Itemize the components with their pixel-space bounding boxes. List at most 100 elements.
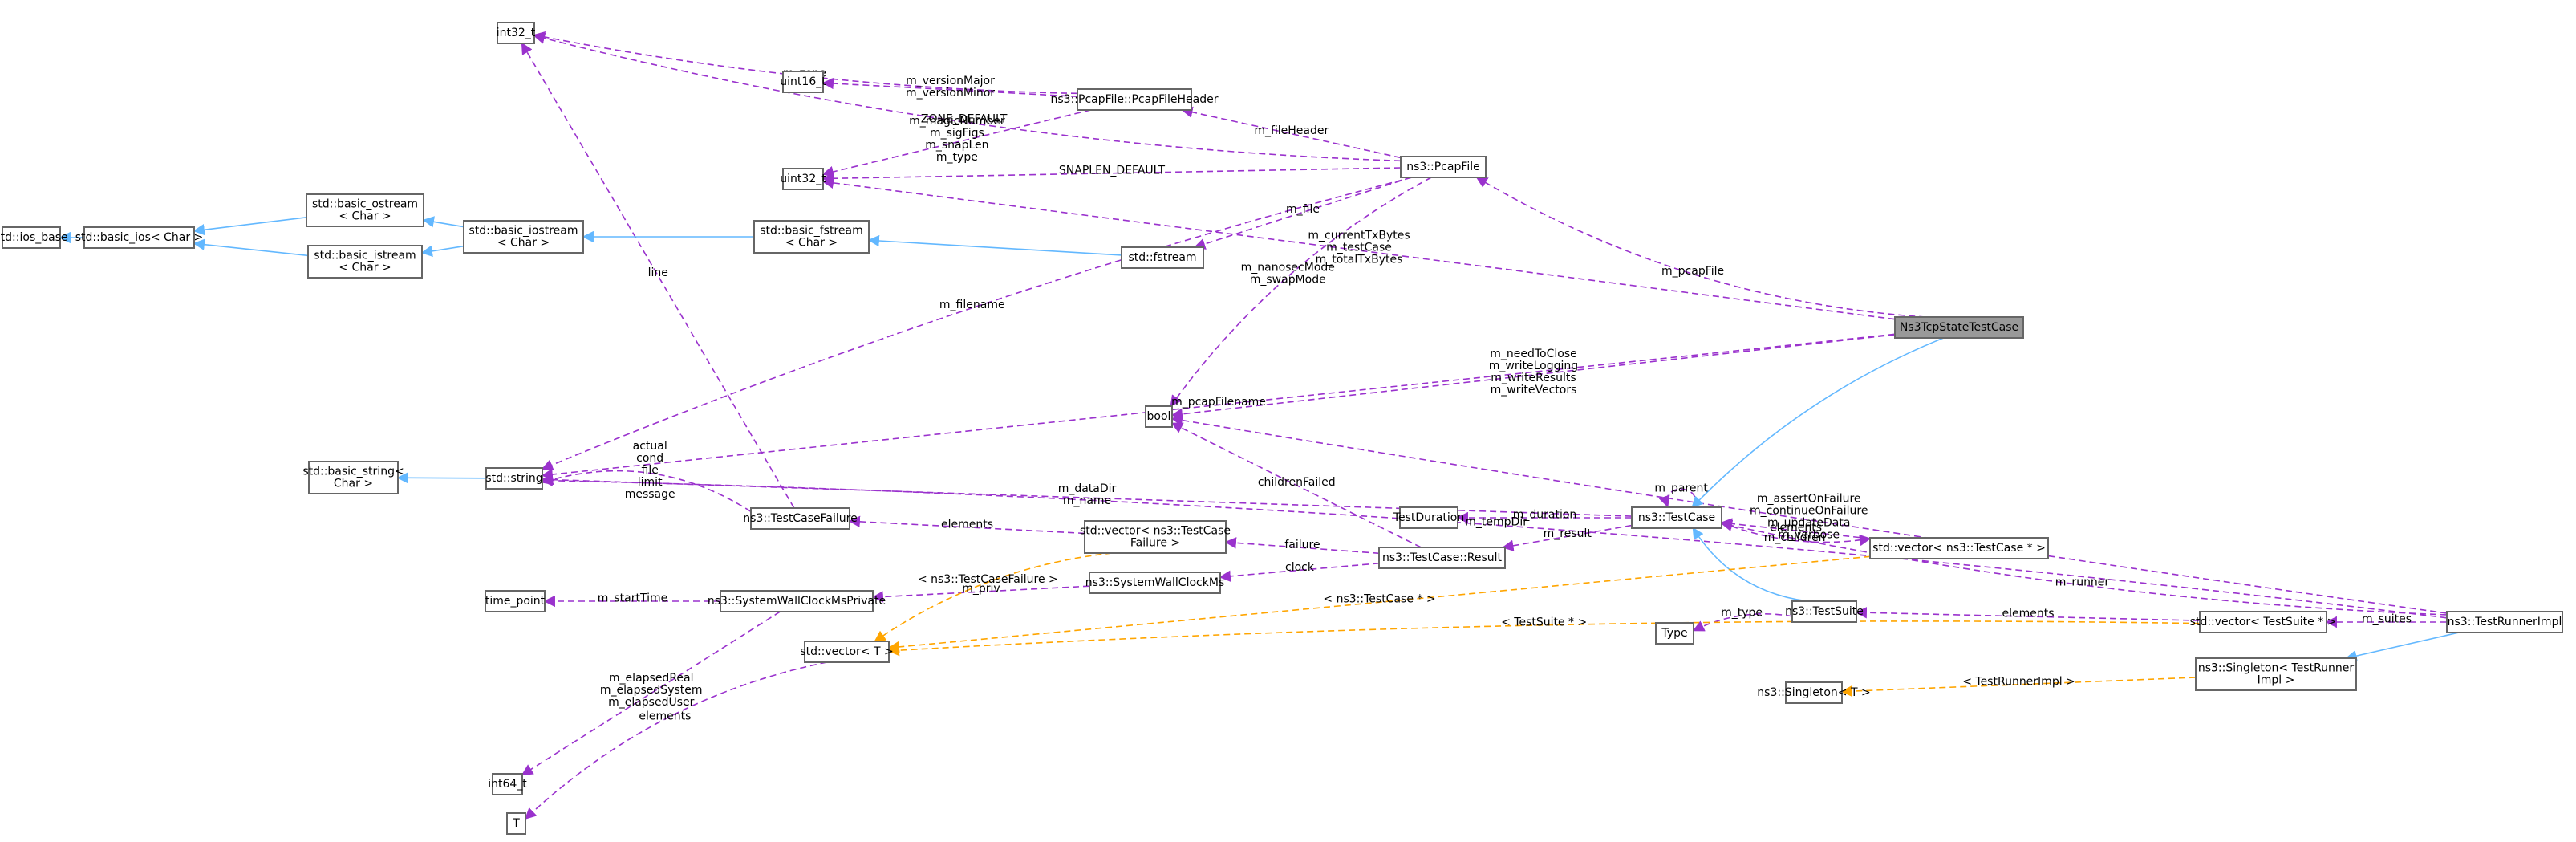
usage-edge-line	[521, 611, 781, 776]
node-basic-ios[interactable]: std::basic_ios< Char >	[75, 226, 204, 249]
node-label: Failure >	[1130, 537, 1180, 550]
usage-edge-line	[1692, 613, 1793, 632]
edge-testcasefailure-to-string	[541, 470, 752, 513]
node-result[interactable]: ns3::TestCase::Result	[1378, 547, 1506, 569]
usage-edge-line	[541, 474, 2448, 619]
node-basic-istream[interactable]: std::basic_istream< Char >	[307, 245, 423, 279]
node-box	[1655, 622, 1694, 645]
usage-edge-line	[1193, 177, 1411, 250]
edge-label-line: m_sigFigs	[930, 127, 984, 140]
usage-edge-line	[541, 474, 1633, 517]
node-testrunnerimpl[interactable]: ns3::TestRunnerImpl	[2446, 611, 2563, 633]
node-label: ns3::PcapFile::PcapFileHeader	[1051, 93, 1219, 106]
node-label: T	[512, 817, 520, 830]
inherit-edge-line	[420, 245, 464, 257]
edge-label-line: < ns3::TestCase * >	[1323, 593, 1435, 606]
node-swcmsprivate[interactable]: ns3::SystemWallClockMsPrivate	[708, 590, 886, 612]
node-testcase[interactable]: ns3::TestCase	[1631, 506, 1722, 529]
edge-label-line: m_parent	[1654, 482, 1708, 495]
edge-testrunnerimpl-to-bool	[1170, 414, 2448, 614]
edge-testsuite-to-type	[1692, 613, 1793, 632]
edge-pcapfileheader-to-uint32_t	[821, 109, 1091, 177]
node-box	[463, 220, 584, 254]
node-fstream[interactable]: std::fstream	[1121, 246, 1204, 269]
edge-label-line: < TestRunnerImpl >	[1962, 675, 2075, 688]
node-basic-string[interactable]: std::basic_string<Char >	[302, 461, 404, 494]
node-uint32-t[interactable]: uint32_t	[780, 168, 826, 190]
node-time-point[interactable]: time_point	[485, 590, 546, 612]
node-vector-testcaseptr[interactable]: std::vector< ns3::TestCase * >	[1869, 537, 2049, 559]
usage-edge-line	[1720, 518, 1871, 539]
node-label: Ns3TcpStateTestCase	[1900, 321, 2018, 334]
node-t[interactable]: T	[506, 812, 526, 835]
inherit-edge-line	[1691, 337, 1944, 509]
node-label: ns3::TestSuite	[1785, 605, 1864, 618]
edge-label-line: clock	[1285, 561, 1315, 574]
edge-label-line: m_startTime	[598, 592, 668, 605]
edge-testsuite-to-testcase	[1692, 527, 1808, 602]
edge-label-line: elements	[941, 518, 993, 531]
node-vector-testsuiteptr[interactable]: std::vector< TestSuite * >	[2190, 611, 2337, 633]
template-edge-line	[1840, 677, 2197, 698]
node-singleton-t[interactable]: ns3::Singleton< T >	[1757, 681, 1871, 704]
node-box	[1631, 506, 1722, 529]
node-box	[782, 71, 824, 93]
node-testsuite[interactable]: ns3::TestSuite	[1785, 600, 1864, 623]
edges-layer	[59, 31, 2460, 820]
edge-label: ZONE_DEFAULT	[921, 113, 1008, 126]
node-type[interactable]: Type	[1655, 622, 1694, 645]
edge-pcapfile-to-string	[541, 177, 1413, 470]
node-uint16-t[interactable]: uint16_t	[780, 71, 826, 93]
node-basic-iostream[interactable]: std::basic_iostream< Char >	[463, 220, 584, 254]
node-vector-tcfailure[interactable]: std::vector< ns3::TestCaseFailure >	[1080, 520, 1231, 554]
node-label: Impl >	[2258, 674, 2295, 687]
node-label: std::basic_iostream	[469, 225, 578, 238]
edge-vector_testcaseptr-to-testcase	[1720, 518, 1871, 539]
edge-systemwallclockms-to-swcmsprivate	[871, 585, 1090, 603]
edge-label: m_type	[1721, 606, 1763, 619]
node-vector-t[interactable]: std::vector< T >	[800, 641, 894, 663]
inherit-edge-line	[193, 238, 309, 257]
edge-label-line: m_verbose	[1778, 529, 1840, 542]
node-int64-t[interactable]: int64_t	[488, 773, 527, 795]
template-edge-line	[887, 555, 1871, 653]
edge-swcmsprivate-to-int64_t	[521, 611, 781, 776]
inherit-edge-line	[867, 234, 1122, 256]
usage-edge-line	[541, 470, 752, 513]
node-box	[1089, 572, 1221, 594]
edge-basic_ostream-to-basic_ios	[193, 217, 307, 236]
node-int32-t[interactable]: int32_t	[497, 22, 536, 44]
node-ns3tcpstatetestcase[interactable]: Ns3TcpStateTestCase	[1894, 316, 2024, 339]
node-label: < Char >	[339, 262, 391, 275]
usage-edge-line	[821, 77, 1078, 98]
edge-label-line: limit	[638, 476, 663, 489]
node-string[interactable]: std::string	[485, 467, 543, 490]
node-box	[83, 226, 195, 249]
edge-label-line: message	[625, 488, 675, 501]
edge-label: < ns3::TestCase * >	[1323, 593, 1435, 606]
node-box	[2446, 611, 2563, 633]
node-testduration[interactable]: TestDuration	[1393, 506, 1464, 529]
node-box	[1084, 520, 1227, 554]
edge-basic_iostream-to-basic_ostream	[422, 216, 464, 228]
node-box	[1399, 506, 1458, 529]
node-box	[720, 590, 874, 612]
edge-label-line: m_pcapFilename	[1171, 396, 1266, 409]
node-label: std::basic_ostream	[312, 198, 418, 211]
node-basic-ostream[interactable]: std::basic_ostream< Char >	[306, 193, 424, 227]
node-pcapfileheader[interactable]: ns3::PcapFile::PcapFileHeader	[1051, 88, 1219, 111]
node-systemwallclockms[interactable]: ns3::SystemWallClockMs	[1085, 572, 1224, 594]
node-basic-fstream[interactable]: std::basic_fstream< Char >	[753, 220, 870, 254]
edge-pcapfile-to-fstream	[1193, 177, 1411, 250]
edge-label-line: m_versionMinor	[906, 87, 995, 100]
edge-label: m_file	[1286, 203, 1320, 216]
node-label: ns3::TestCaseFailure	[743, 512, 857, 525]
usage-edge-line	[1658, 488, 1697, 508]
node-bool[interactable]: bool	[1145, 405, 1173, 428]
node-label: std::basic_string<	[302, 466, 404, 478]
node-ios-base[interactable]: std::ios_base	[0, 226, 68, 249]
node-singleton-tri[interactable]: ns3::Singleton< TestRunnerImpl >	[2195, 657, 2357, 691]
edge-label-line: < ns3::TestCaseFailure >	[918, 573, 1058, 586]
node-testcasefailure[interactable]: ns3::TestCaseFailure	[743, 507, 858, 530]
node-pcapfile[interactable]: ns3::PcapFile	[1400, 156, 1487, 178]
